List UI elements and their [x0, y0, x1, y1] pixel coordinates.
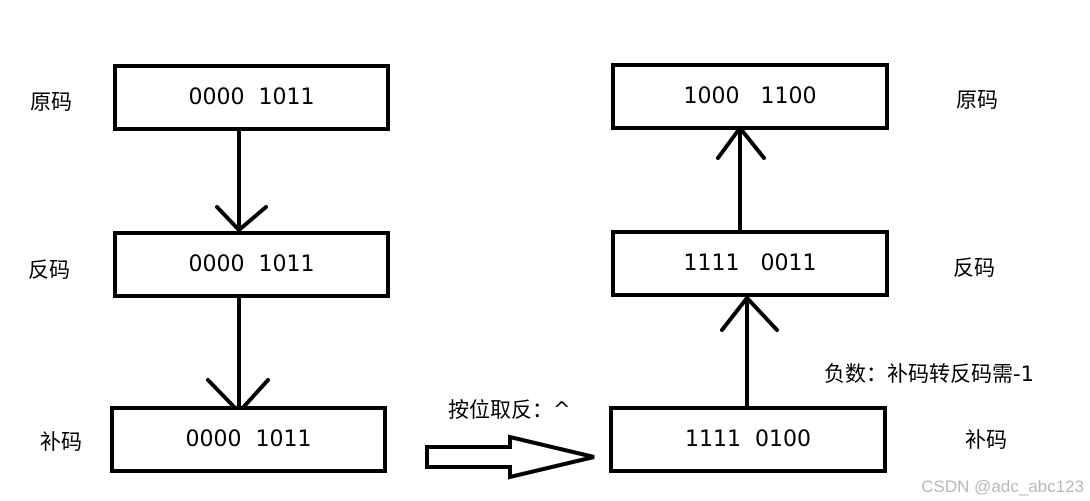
right-box-twos-complement: 1111 0100: [609, 406, 887, 473]
left-label-original: 原码: [30, 90, 72, 114]
arrow-up-1: [720, 294, 779, 412]
left-box-twos-complement: 0000 1011: [110, 406, 387, 473]
watermark: CSDN @adc_abc123: [921, 477, 1084, 496]
left-box-original: 0000 1011: [113, 64, 390, 131]
left-label-ones-complement: 反码: [28, 258, 70, 282]
arrow-down-2: [206, 296, 270, 415]
left-box-ones-complement: 0000 1011: [113, 231, 390, 298]
left-label-twos-complement: 补码: [40, 430, 82, 454]
block-arrow-right: [425, 434, 595, 480]
right-box-ones-complement: 1111 0011: [611, 230, 889, 297]
note-negative-rule: 负数：补码转反码需-1: [824, 362, 1034, 386]
arrow-down-1: [215, 128, 268, 233]
right-label-ones-complement: 反码: [953, 256, 995, 280]
right-label-original: 原码: [956, 88, 998, 112]
right-label-twos-complement: 补码: [965, 428, 1007, 452]
arrow-up-2: [716, 124, 766, 234]
right-box-original: 1000 1100: [611, 63, 889, 130]
note-bitwise-invert: 按位取反：^: [448, 398, 571, 422]
